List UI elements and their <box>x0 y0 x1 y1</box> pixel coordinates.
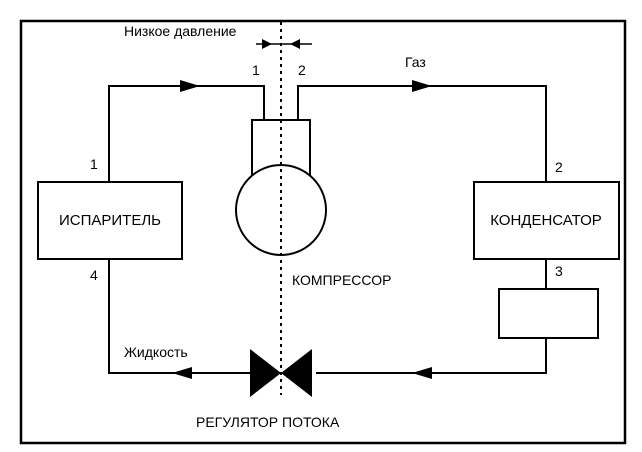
point-1-left: 1 <box>90 156 98 172</box>
flow-regulator-label: РЕГУЛЯТОР ПОТОКА <box>196 414 340 430</box>
discharge-line <box>297 85 547 182</box>
gas-label: Газ <box>405 54 426 70</box>
low-pressure-arrow-left <box>262 39 272 49</box>
point-2-right: 2 <box>555 159 563 175</box>
outer-frame <box>19 19 627 445</box>
compressor-label: КОМПРЕССОР <box>292 272 391 288</box>
suction-line <box>108 85 265 182</box>
arrow-suction <box>180 80 200 92</box>
arrow-liquid-right <box>412 367 432 379</box>
evaporator-label: ИСПАРИТЕЛЬ <box>59 212 161 229</box>
flow-regulator-valve-left <box>250 349 281 397</box>
condenser-box <box>473 181 620 260</box>
liquid-line-left <box>108 259 250 374</box>
point-4-left: 4 <box>90 267 98 283</box>
liquid-label: Жидкость <box>124 344 188 360</box>
point-1-top: 1 <box>252 62 260 78</box>
receiver-box <box>498 288 599 339</box>
liquid-line-right <box>316 338 547 374</box>
point-3-right: 3 <box>555 263 563 279</box>
arrow-liquid-left <box>172 367 192 379</box>
point-2-top: 2 <box>298 62 306 78</box>
low-pressure-arrow-right <box>290 39 300 49</box>
low-pressure-label: Низкое давление <box>124 23 237 39</box>
arrow-discharge <box>412 80 432 92</box>
condenser-label: КОНДЕНСАТОР <box>490 212 602 229</box>
flow-regulator-valve-right <box>281 349 312 397</box>
